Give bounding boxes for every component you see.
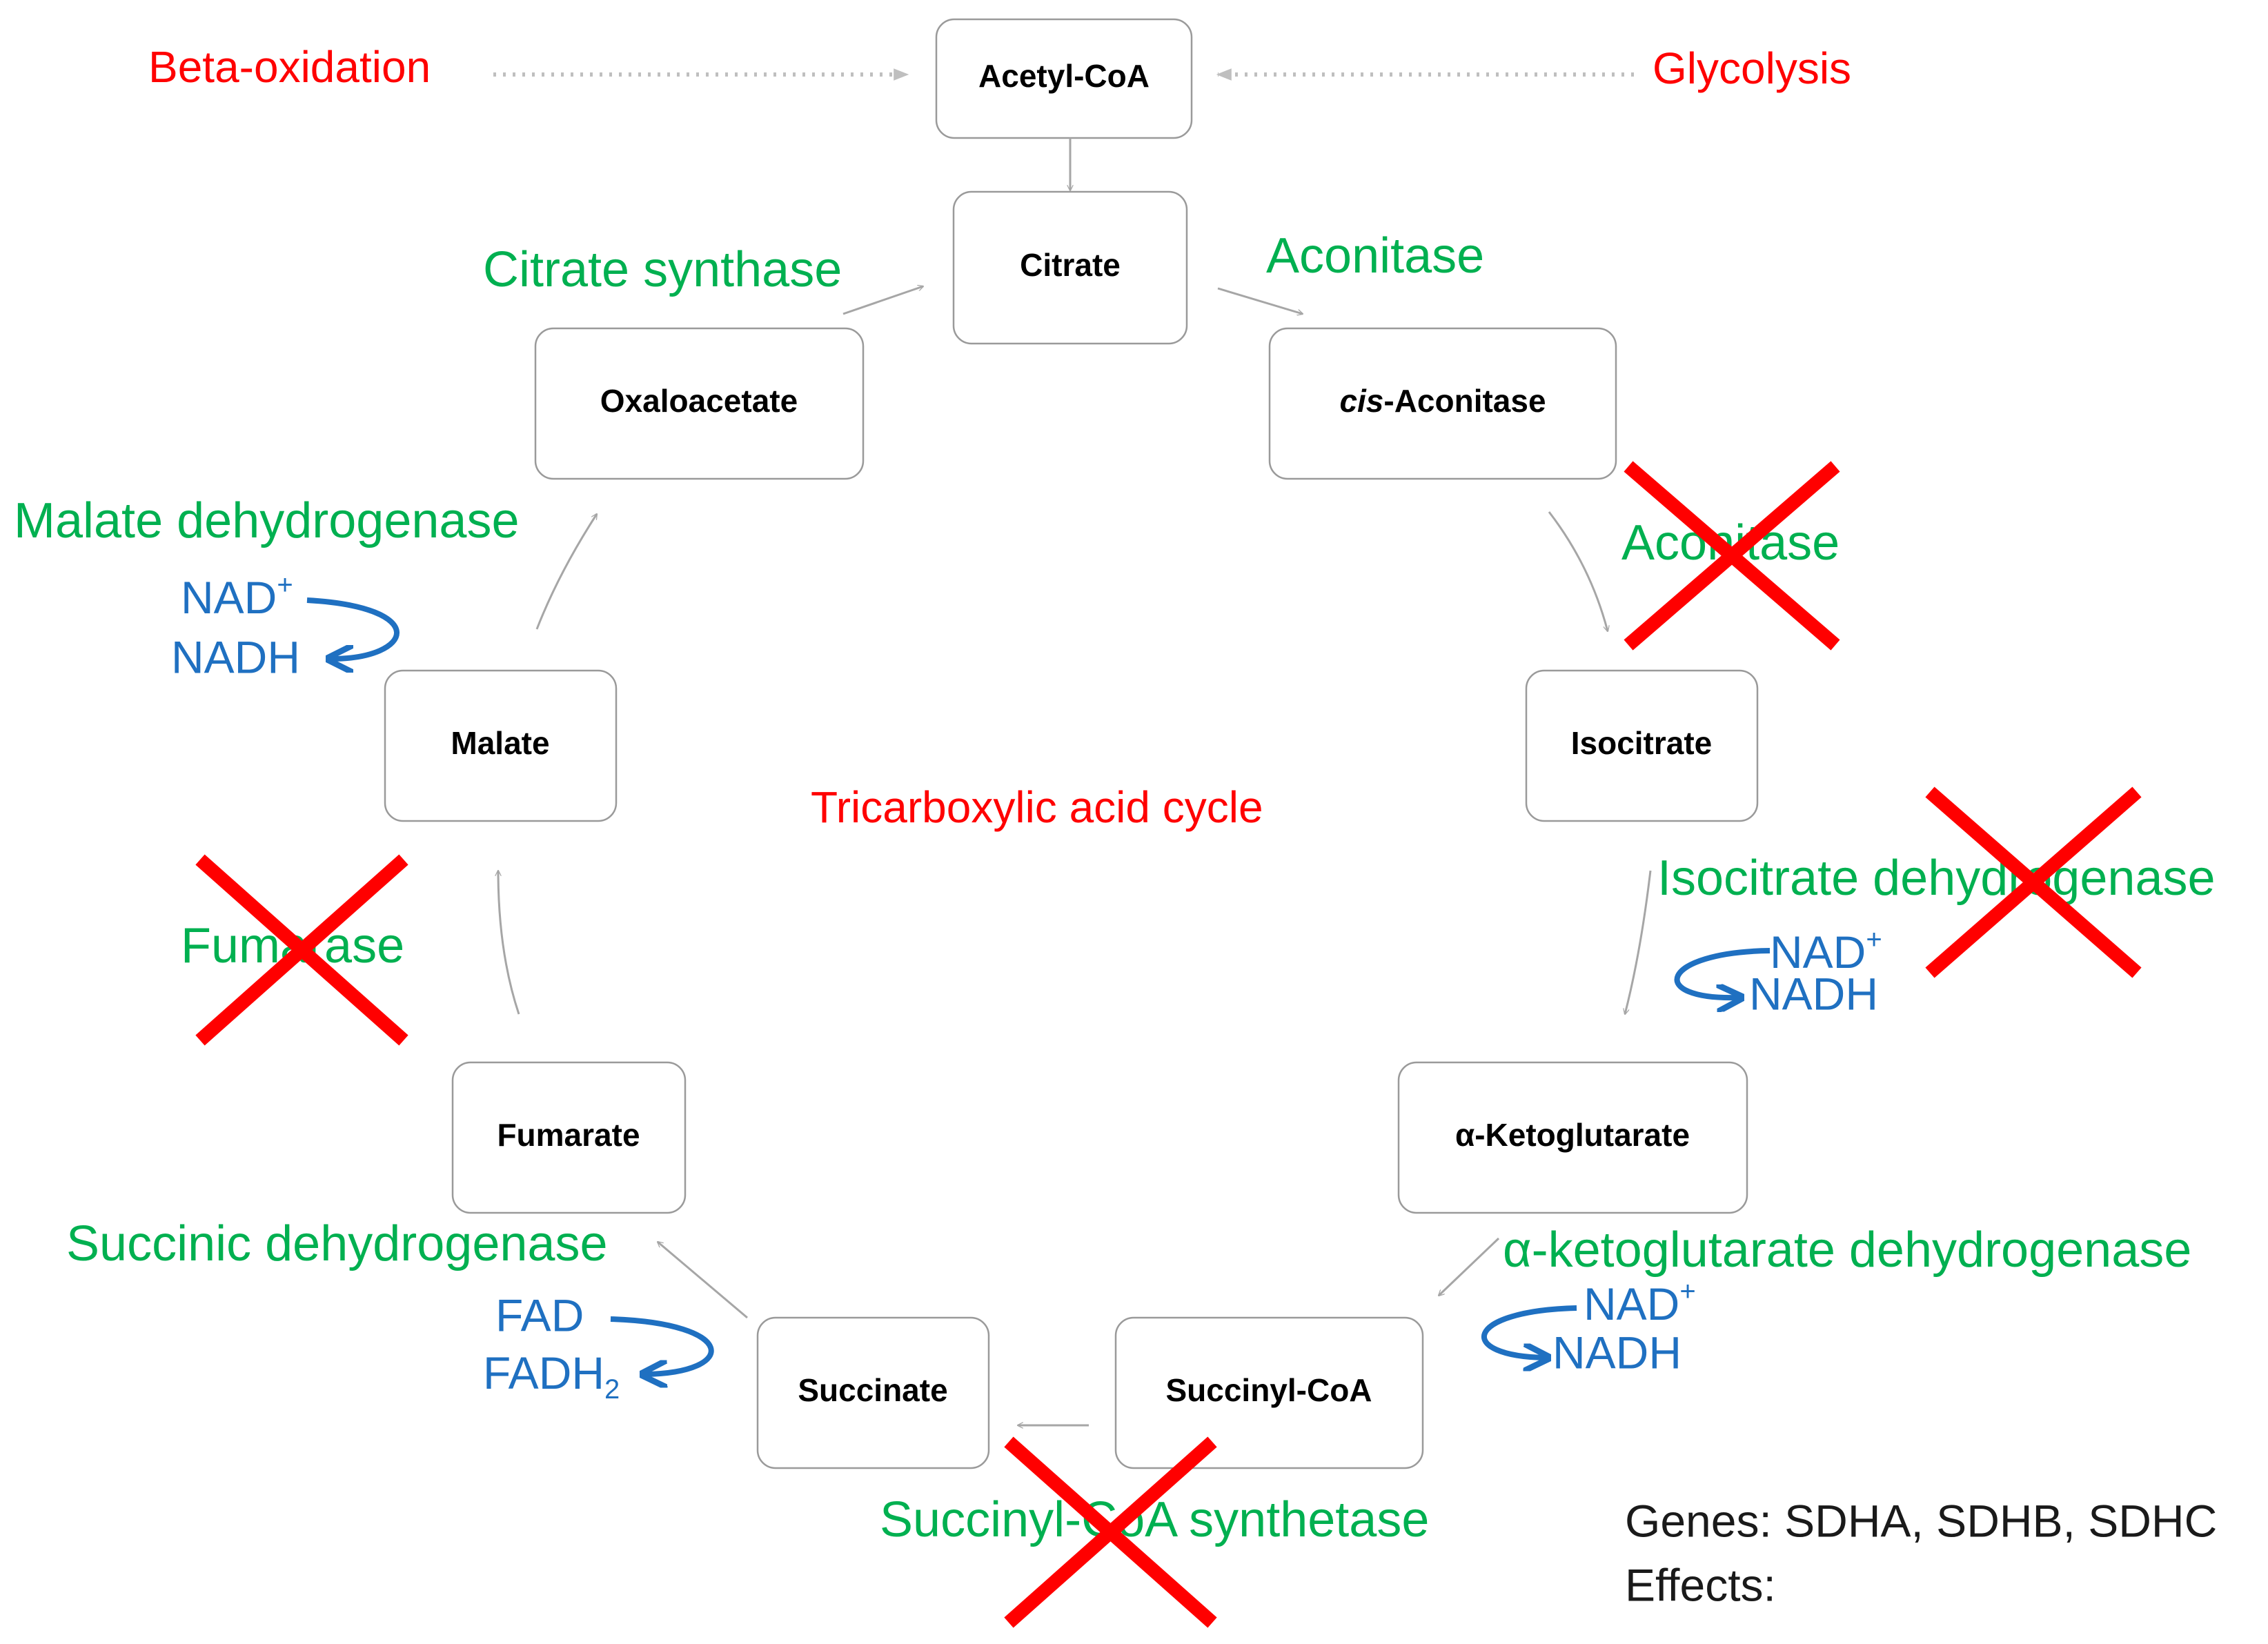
- cofactor-curved-arrow: [610, 1316, 714, 1374]
- cis-rest: -Aconitase: [1383, 383, 1546, 419]
- node-succinyl-coa: Succinyl-CoA: [1114, 1316, 1424, 1469]
- blocked-mark-aconitase: [1624, 461, 1840, 651]
- node-malate-label: Malate: [451, 725, 549, 761]
- cofactor-curved-arrow: [306, 597, 400, 659]
- arrow-oxaloacetate-to-citrate: [842, 286, 923, 315]
- node-succinate: Succinate: [756, 1316, 990, 1469]
- node-cis-aconitase-label: cis-Aconitase: [1339, 383, 1546, 419]
- blocked-mark-fumarase: [195, 854, 408, 1046]
- cofactor-nad: NAD+: [1584, 1276, 1696, 1330]
- cofactor-nadh: NADH: [1552, 1327, 1682, 1378]
- enzyme-isocitrate-dehydrogenase: Isocitrate dehydrogenase: [1657, 851, 2216, 906]
- cofactor-fadh2: FADH2: [483, 1347, 620, 1404]
- cofactor-curved-arrow: [1481, 1305, 1577, 1358]
- node-acetyl-coa: Acetyl-CoA: [935, 18, 1193, 139]
- arrow-cis-aconitase-to-isocitrate: [1548, 511, 1608, 631]
- blocked-mark-succinyl-coa-synthetase: [1004, 1436, 1217, 1628]
- notes-effects: Effects:: [1625, 1559, 1776, 1610]
- enzyme-aconitase-1: Aconitase: [1266, 228, 1484, 284]
- cofactor-curved-arrow: [1674, 948, 1771, 998]
- arrow-isocitrate-to-akg: [1625, 870, 1652, 1014]
- node-alpha-ketoglutarate: α-Ketoglutarate: [1397, 1061, 1748, 1214]
- cofactor-nad: NAD+: [181, 570, 293, 624]
- enzyme-malate-dehydrogenase: Malate dehydrogenase: [14, 493, 520, 548]
- node-malate: Malate: [384, 669, 618, 822]
- arrow-fumarate-to-malate: [498, 871, 520, 1015]
- node-isocitrate: Isocitrate: [1525, 669, 1759, 822]
- cofactor-nad: NAD+: [1770, 924, 1882, 978]
- cofactor-fad: FAD: [495, 1289, 584, 1340]
- enzyme-citrate-synthase: Citrate synthase: [483, 242, 842, 297]
- node-fumarate: Fumarate: [451, 1061, 687, 1214]
- cis-prefix: cis: [1339, 383, 1383, 419]
- cofactor-nadh: NADH: [1749, 968, 1878, 1019]
- cofactor-malate-dehydrogenase: NAD+ NADH: [171, 570, 400, 682]
- enzyme-succinic-dehydrogenase: Succinic dehydrogenase: [66, 1216, 608, 1271]
- input-glycolysis: Glycolysis: [1653, 43, 1851, 93]
- node-isocitrate-label: Isocitrate: [1571, 725, 1713, 761]
- arrow-malate-to-oxaloacetate: [535, 514, 598, 630]
- node-citrate: Citrate: [952, 190, 1188, 345]
- node-cis-aconitase: cis-Aconitase: [1268, 327, 1617, 480]
- cofactor-akg-dehydrogenase: NAD+ NADH: [1481, 1276, 1696, 1378]
- node-fumarate-label: Fumarate: [497, 1117, 640, 1153]
- node-succinyl-coa-label: Succinyl-CoA: [1165, 1372, 1372, 1408]
- notes-genes: Genes: SDHA, SDHB, SDHC: [1625, 1495, 2217, 1546]
- node-succinate-label: Succinate: [798, 1372, 947, 1408]
- node-oxaloacetate: Oxaloacetate: [534, 327, 865, 480]
- node-acetyl-coa-label: Acetyl-CoA: [978, 58, 1150, 94]
- node-alpha-ketoglutarate-label: α-Ketoglutarate: [1455, 1117, 1690, 1153]
- cofactor-succinic-dehydrogenase: FAD FADH2: [483, 1289, 714, 1405]
- node-citrate-label: Citrate: [1020, 247, 1121, 283]
- cofactor-nadh: NADH: [171, 631, 300, 682]
- enzyme-akg-dehydrogenase: α-ketoglutarate dehydrogenase: [1503, 1222, 2191, 1278]
- cofactor-isocitrate-dehydrogenase: NAD+ NADH: [1674, 924, 1882, 1019]
- arrow-succinate-to-fumarate: [658, 1242, 748, 1319]
- blocked-mark-isocitrate-dehydrogenase: [1925, 786, 2142, 978]
- arrow-akg-to-succinyl-coa: [1439, 1237, 1500, 1296]
- cycle-title: Tricarboxylic acid cycle: [811, 782, 1263, 832]
- node-oxaloacetate-label: Oxaloacetate: [600, 383, 798, 419]
- arrow-citrate-to-cis-aconitase: [1217, 287, 1303, 314]
- input-beta-oxidation: Beta-oxidation: [148, 42, 431, 92]
